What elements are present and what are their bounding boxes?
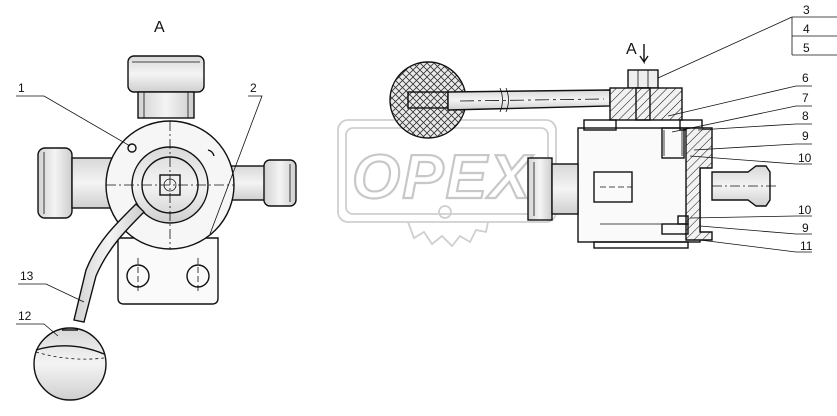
view-label-left: A <box>154 19 165 36</box>
callout-7: 7 <box>802 91 809 105</box>
right-view: A <box>389 3 837 253</box>
lever-hub <box>609 87 683 121</box>
callout-9-lower: 9 <box>802 221 809 235</box>
callout-13: 13 <box>20 269 34 283</box>
callout-5: 5 <box>803 41 810 55</box>
callout-12: 12 <box>18 309 32 323</box>
view-arrow-icon <box>639 44 649 65</box>
callout-4: 4 <box>803 22 810 36</box>
outlet-nozzle <box>711 165 776 207</box>
view-label-right: A <box>626 41 637 58</box>
callout-2: 2 <box>250 81 257 95</box>
left-fitting <box>37 147 113 219</box>
callout-10-lower: 10 <box>798 203 812 217</box>
left-leaders <box>16 95 263 337</box>
handle-lever <box>73 203 145 323</box>
right-fitting <box>225 159 297 207</box>
right-leaders <box>657 16 812 253</box>
callout-6: 6 <box>802 71 809 85</box>
callout-10-upper: 10 <box>798 151 812 165</box>
callout-1: 1 <box>18 81 25 95</box>
callout-11: 11 <box>800 239 813 253</box>
watermark-text: OPEX <box>352 143 534 212</box>
lever-horizontal <box>447 87 611 113</box>
small-screw <box>127 143 137 153</box>
ball-knob <box>33 327 107 401</box>
mounting-bracket <box>117 237 219 305</box>
watermark: OPEX <box>337 119 557 248</box>
callout-9-upper: 9 <box>802 129 809 143</box>
valve-body <box>577 119 713 249</box>
inlet-fitting <box>527 157 579 221</box>
inner-slot <box>593 171 633 203</box>
left-view: A <box>16 19 297 401</box>
callout-stack <box>791 16 837 56</box>
bolt-head <box>627 69 659 89</box>
callout-3: 3 <box>803 3 810 17</box>
top-cap <box>127 55 205 119</box>
callout-8: 8 <box>802 109 809 123</box>
